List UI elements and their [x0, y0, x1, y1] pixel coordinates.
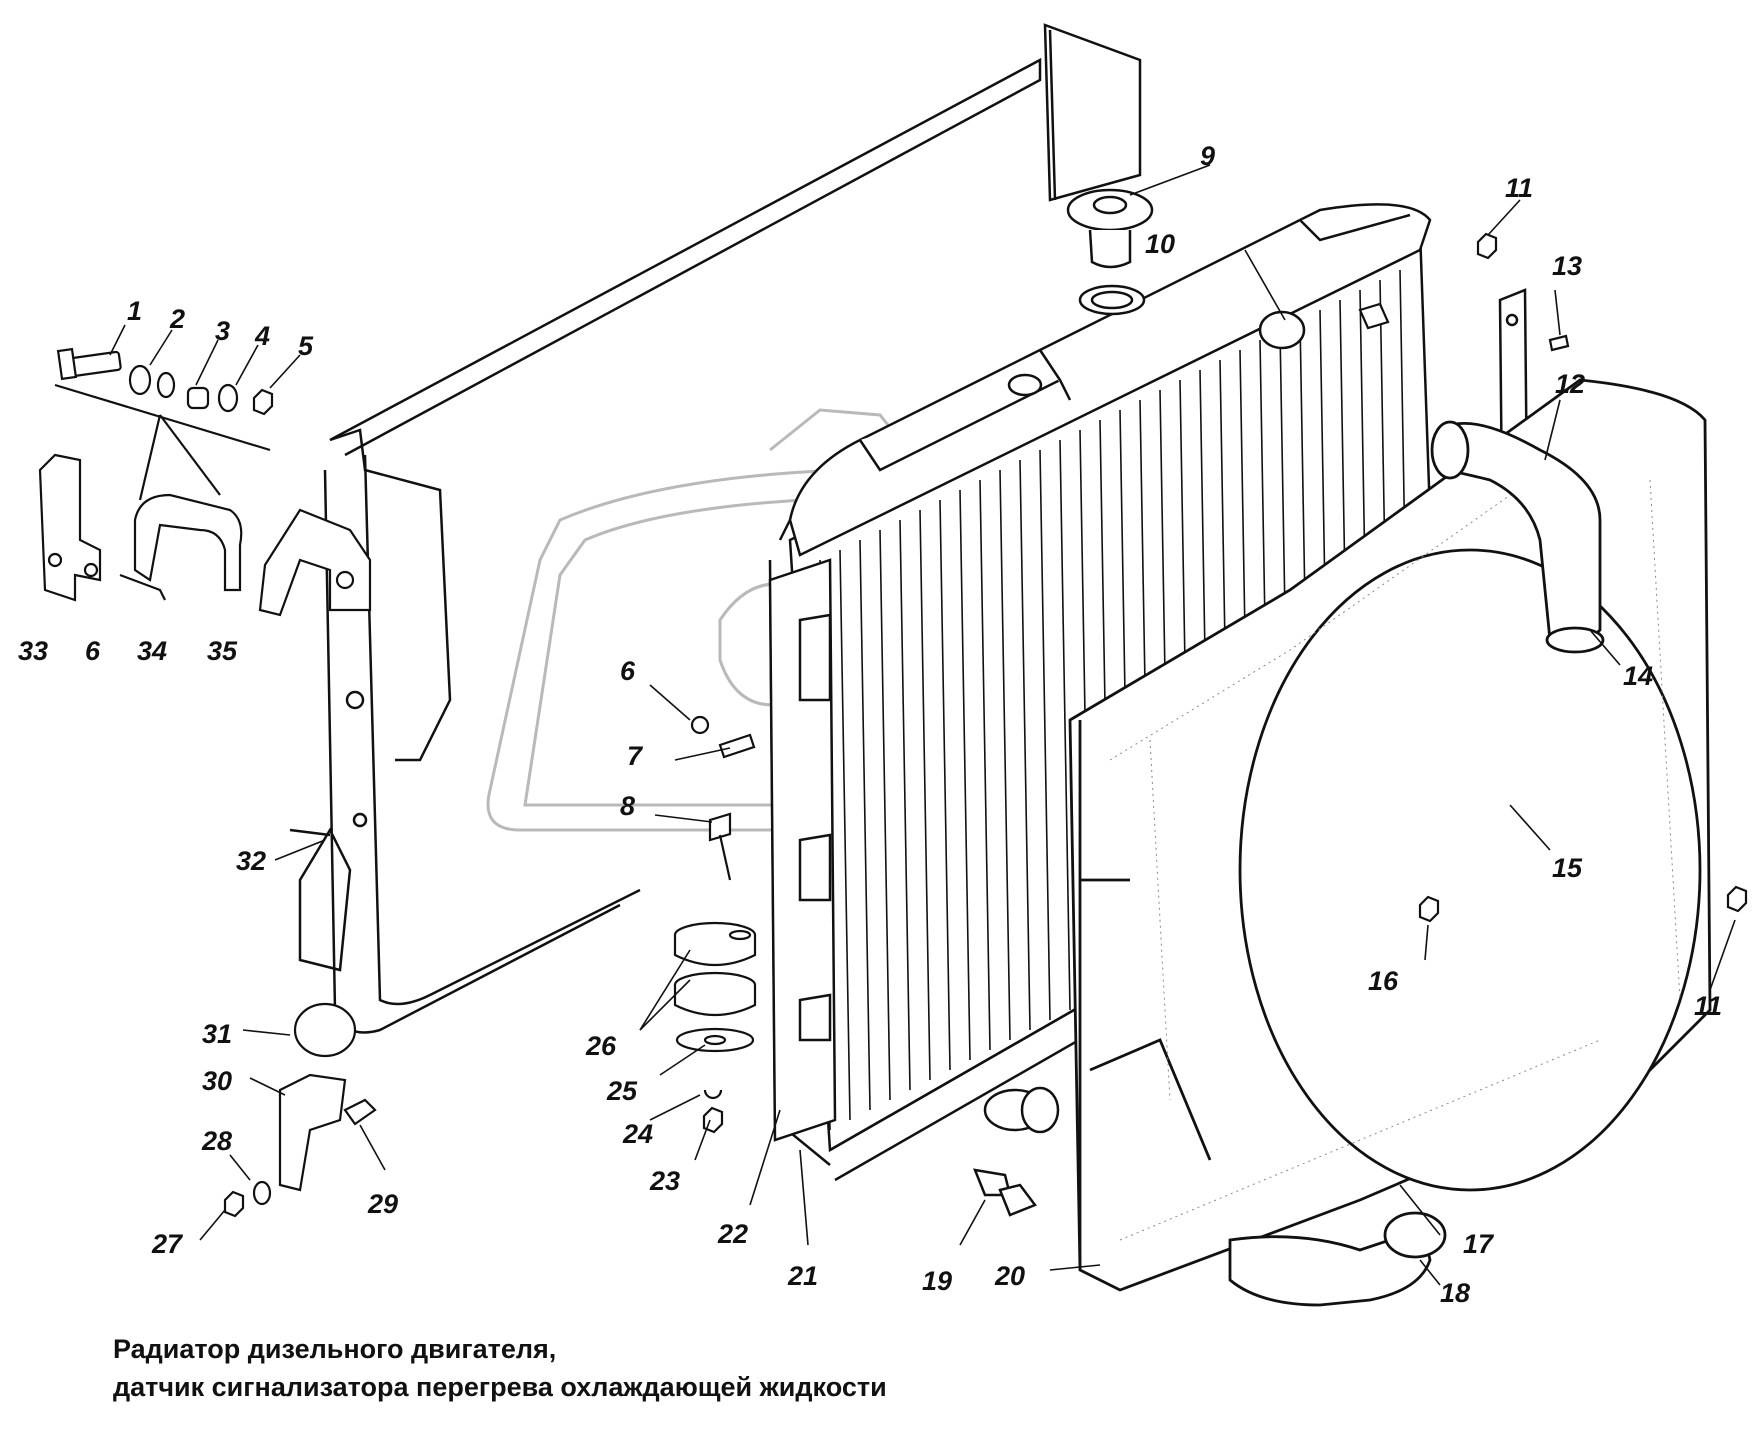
callout-32: 32	[236, 846, 266, 876]
radiator-top-tank	[788, 203, 1432, 557]
callout-23: 23	[649, 1166, 680, 1196]
caption-line-1: Радиатор дизельного двигателя,	[113, 1334, 557, 1364]
callout-33: 33	[18, 636, 48, 666]
callout-6-left: 6	[85, 636, 101, 666]
callout-9: 9	[1200, 141, 1215, 171]
sensor	[973, 1086, 1060, 1217]
fan-shroud-shading	[1109, 459, 1681, 1241]
callout-5: 5	[298, 331, 314, 361]
hardware-1-5	[54, 347, 274, 501]
leader-lines	[109, 164, 1736, 1286]
callout-6-center: 6	[620, 656, 636, 686]
nuts	[1358, 232, 1748, 923]
bracket-33	[38, 453, 102, 602]
callout-15: 15	[1552, 853, 1583, 883]
callout-4: 4	[254, 321, 270, 351]
callout-21: 21	[787, 1261, 818, 1291]
callouts: 1 2 3 4 5 6 6 7 8 9 10 11 11 12 13 14 15…	[18, 141, 1722, 1308]
callout-34: 34	[137, 636, 167, 666]
upper-hose	[1430, 420, 1605, 654]
callout-17: 17	[1463, 1229, 1495, 1259]
callout-3: 3	[215, 316, 230, 346]
callout-10: 10	[1145, 229, 1175, 259]
callout-7: 7	[627, 741, 644, 771]
callout-22: 22	[717, 1219, 748, 1249]
callout-2: 2	[169, 304, 185, 334]
callout-14: 14	[1623, 661, 1653, 691]
callout-20: 20	[994, 1261, 1025, 1291]
callout-24: 24	[622, 1119, 653, 1149]
filler-cap	[1066, 188, 1306, 350]
callout-16: 16	[1368, 966, 1399, 996]
callout-30: 30	[202, 1066, 232, 1096]
callout-13: 13	[1552, 251, 1582, 281]
callout-26: 26	[585, 1031, 617, 1061]
callout-31: 31	[202, 1019, 232, 1049]
lower-hose	[1228, 1211, 1447, 1307]
bracket-35	[119, 493, 243, 601]
callout-27: 27	[151, 1229, 184, 1259]
mount-cushions	[673, 715, 757, 1134]
callout-8: 8	[620, 791, 635, 821]
figure-caption: Радиатор дизельного двигателя, датчик си…	[113, 1330, 887, 1406]
callout-35: 35	[207, 636, 238, 666]
callout-12: 12	[1555, 369, 1585, 399]
callout-28: 28	[201, 1126, 232, 1156]
callout-18: 18	[1440, 1278, 1470, 1308]
caption-line-2: датчик сигнализатора перегрева охлаждающ…	[113, 1372, 887, 1402]
left-bracket	[768, 558, 837, 1142]
callout-11-top: 11	[1505, 173, 1533, 203]
callout-25: 25	[606, 1076, 638, 1106]
callout-19: 19	[922, 1266, 952, 1296]
callout-11-right: 11	[1694, 991, 1722, 1021]
callout-29: 29	[367, 1189, 398, 1219]
bracket-part	[258, 508, 372, 617]
bracket-30	[223, 1002, 377, 1218]
callout-1: 1	[127, 296, 142, 326]
